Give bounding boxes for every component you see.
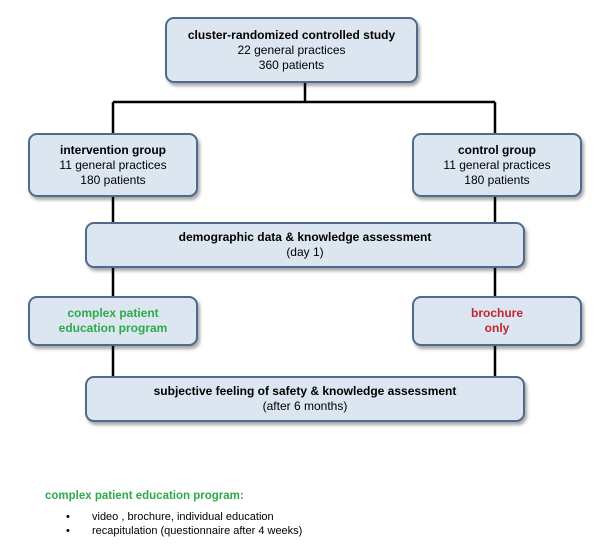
study-title: cluster-randomized controlled study (187, 27, 396, 42)
legend-item: video , brochure, individual education (66, 510, 302, 524)
intervention-group-practices: 11 general practices (59, 157, 167, 172)
education-program-line2: education program (58, 321, 168, 335)
followup-assessment-box: subjective feeling of safety & knowledge… (85, 376, 525, 422)
legend-list: video , brochure, individual education r… (66, 510, 302, 538)
baseline-assessment-title: demographic data & knowledge assessment (178, 230, 432, 244)
legend-item: recapitulation (questionnaire after 4 we… (66, 524, 302, 538)
control-group-title: control group (458, 142, 536, 157)
study-patients: 360 patients (258, 57, 325, 72)
brochure-only-line2: only (484, 321, 510, 335)
study-box: cluster-randomized controlled study 22 g… (165, 17, 418, 83)
legend-title: complex patient education program: (45, 490, 244, 502)
brochure-only-box: brochure only (412, 296, 582, 346)
education-program-box: complex patient education program (28, 296, 198, 346)
control-group-practices: 11 general practices (443, 157, 551, 172)
study-practices: 22 general practices (237, 42, 346, 57)
brochure-only-line1: brochure (470, 306, 523, 320)
intervention-group-title: intervention group (60, 142, 166, 157)
baseline-assessment-time: (day 1) (286, 245, 324, 259)
followup-assessment-time: (after 6 months) (262, 399, 348, 413)
control-group-patients: 180 patients (464, 172, 530, 187)
baseline-assessment-box: demographic data & knowledge assessment … (85, 222, 525, 268)
intervention-group-box: intervention group 11 general practices … (28, 133, 198, 197)
control-group-box: control group 11 general practices 180 p… (412, 133, 582, 197)
intervention-group-patients: 180 patients (80, 172, 146, 187)
education-program-line1: complex patient (67, 306, 159, 320)
followup-assessment-title: subjective feeling of safety & knowledge… (153, 384, 457, 398)
